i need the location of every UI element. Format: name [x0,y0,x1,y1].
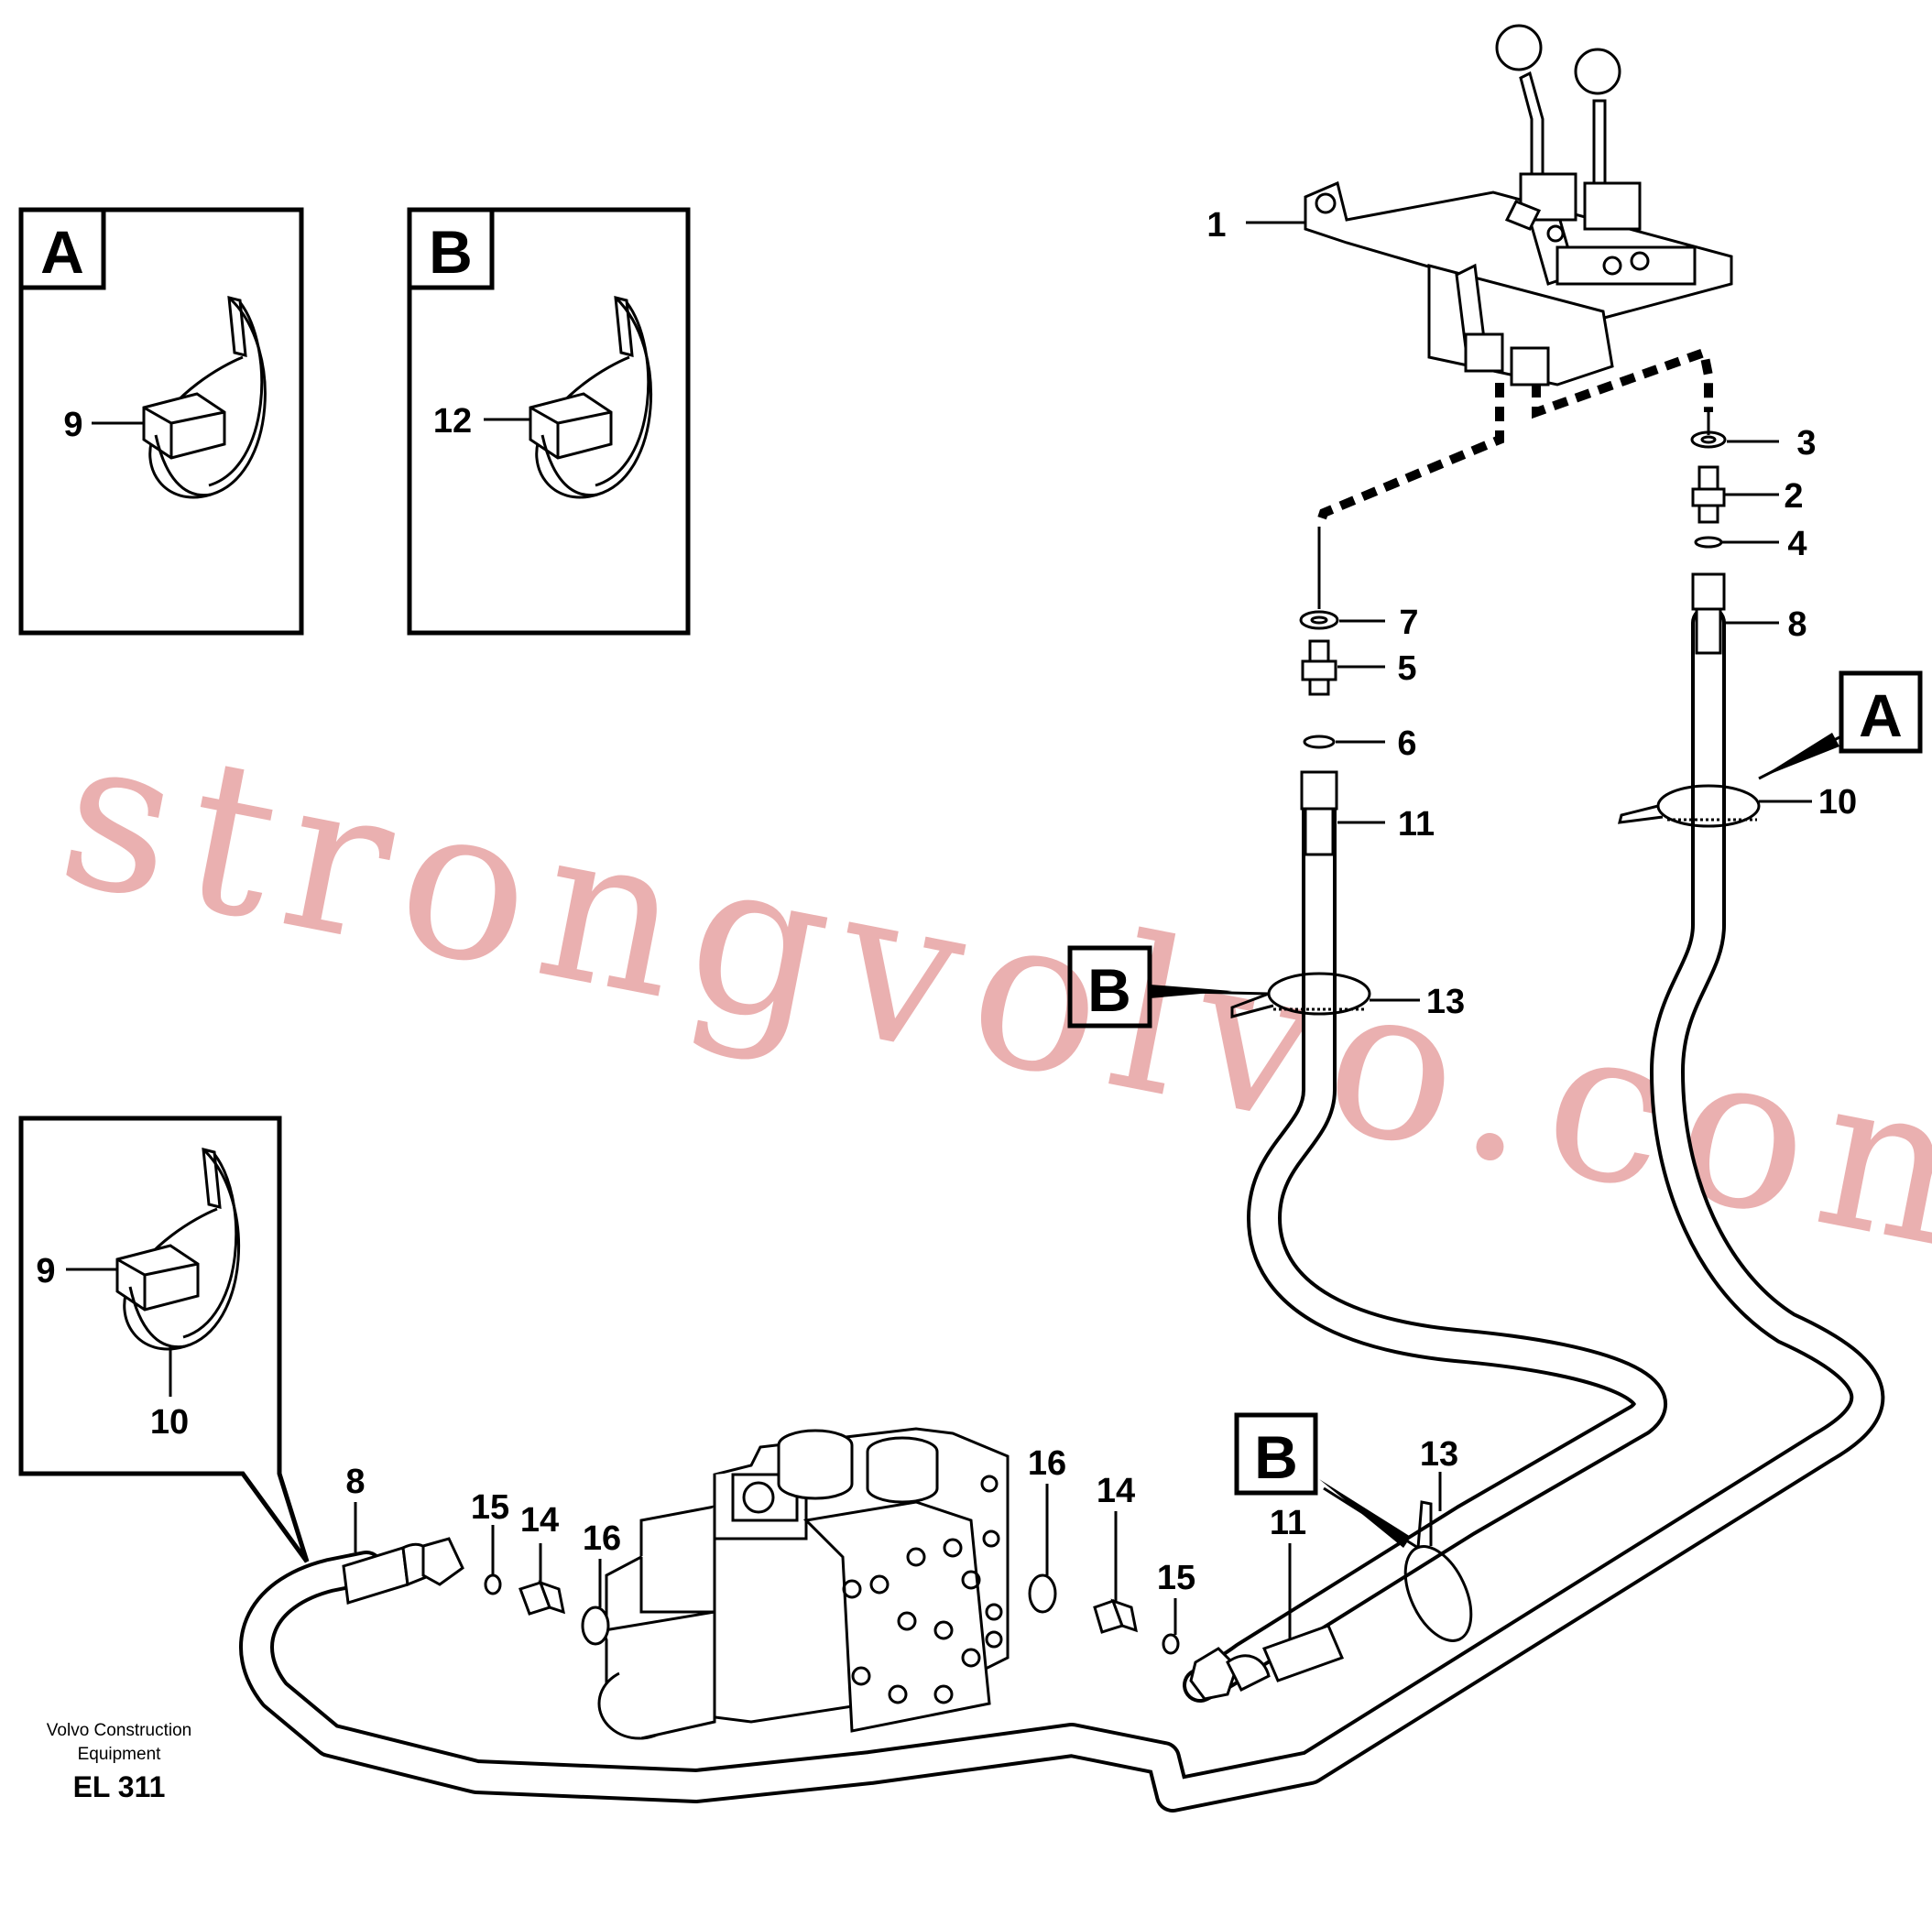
inset-lower-left-part-label: 9 [36,1252,55,1290]
hose-fitting-8-right-icon [1691,572,1726,655]
washer-16-right-icon [1028,1573,1057,1614]
callout-11-upper: 11 [1398,805,1435,844]
inset-a-letter: A [40,218,84,286]
ref-b-lower: B [1254,1423,1298,1491]
callout-5: 5 [1397,649,1416,688]
cable-tie-clamp-icon [529,296,653,499]
footer-company: Volvo Construction Equipment [18,1719,220,1767]
cable-tie-clamp-icon [142,296,267,499]
adapter-14-left-icon [518,1580,565,1616]
o-ring-6-icon [1303,735,1336,749]
washer-16-left-icon [581,1606,610,1646]
watermark: strongvolvo.com [44,688,1932,1311]
valve-cap-right-icon [866,1436,939,1504]
callout-6: 6 [1397,724,1416,763]
callout-1: 1 [1206,206,1226,245]
o-ring-15-right-icon [1162,1633,1180,1655]
washer-7-icon [1299,610,1339,630]
main-control-valve-block [597,1427,1010,1740]
callout-3: 3 [1796,424,1816,463]
valve-cap-left-icon [777,1429,854,1500]
control-valve [1304,24,1733,386]
inset-lower-left-sub-label: 10 [150,1403,189,1442]
footer-code: EL 311 [72,1770,166,1803]
pilot-line-right [1532,346,1713,419]
washer-3-icon [1690,430,1727,449]
adapter-5-icon [1301,639,1337,696]
hose-clamp-10-icon [1618,784,1761,828]
callout-13-lower: 13 [1420,1435,1458,1474]
callout-8-left: 8 [345,1463,365,1501]
ref-a: A [1859,681,1903,749]
callout-4: 4 [1787,525,1806,563]
callout-15-left: 15 [471,1488,509,1527]
callout-2: 2 [1784,477,1803,516]
callout-10-right: 10 [1818,783,1857,822]
inset-b: B 12 [407,207,691,636]
hose-right [239,605,1885,1813]
callout-14-right: 14 [1097,1472,1135,1510]
valve-ports [842,1475,1003,1704]
callout-8-right: 8 [1787,605,1806,644]
ref-b-upper: B [1087,956,1131,1024]
inset-lower-left: 9 10 [18,1116,310,1563]
inset-b-letter: B [429,218,473,286]
o-ring-15-left-icon [484,1573,502,1595]
pilot-line-left [1315,383,1504,528]
hose-fitting-11-upper-icon [1300,770,1338,856]
callout-16-left: 16 [583,1519,621,1558]
callout-13-upper: 13 [1426,983,1465,1021]
inset-a: A 9 [18,207,304,636]
adapter-14-right-icon [1093,1598,1138,1634]
inset-b-part-label: 12 [433,402,472,441]
control-lever-left-icon [1495,24,1545,176]
callout-14-left: 14 [520,1501,559,1540]
callout-7: 7 [1399,604,1418,642]
hose-fitting-11-lower-icon [1189,1624,1345,1701]
footer-company-line2: Equipment [77,1745,161,1764]
adapter-2-icon [1691,465,1726,524]
control-lever-right-icon [1574,48,1621,185]
callout-16-right: 16 [1028,1444,1066,1483]
footer-company-line1: Volvo Construction [46,1721,192,1740]
hose-fitting-8-left-icon [342,1537,464,1605]
callout-15-right: 15 [1157,1559,1195,1597]
o-ring-4-icon [1694,536,1723,549]
callout-11-lower: 11 [1270,1504,1306,1542]
valve-end-cap-icon [597,1610,716,1740]
cable-tie-clamp-icon [115,1148,241,1351]
inset-a-part-label: 9 [63,406,82,444]
hose-left [1183,779,1667,1703]
